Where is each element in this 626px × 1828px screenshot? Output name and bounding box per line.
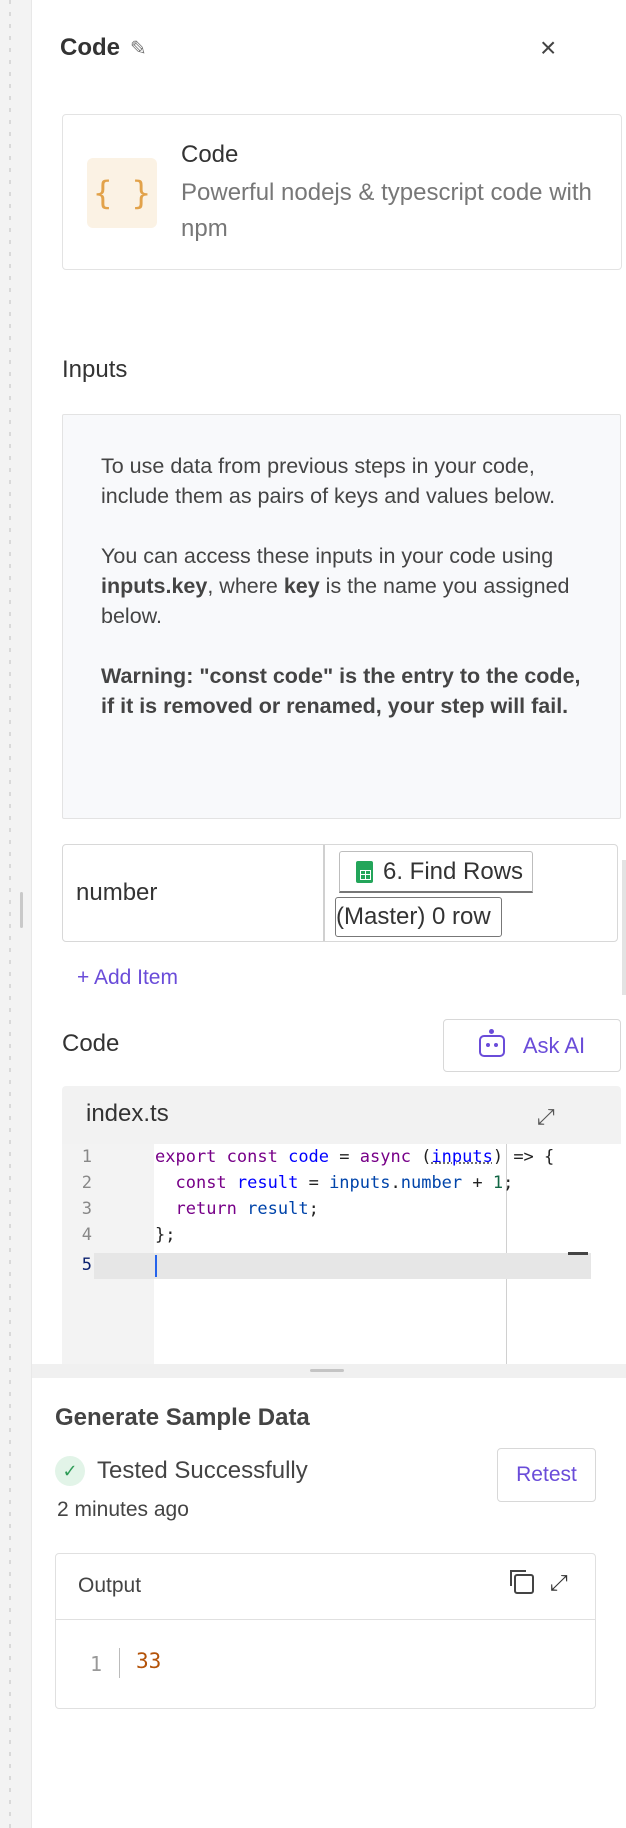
info-text-1: To use data from previous steps in your … <box>101 454 556 508</box>
test-status: ✓ Tested Successfully <box>55 1456 308 1486</box>
step-reference-label: 6. Find Rows <box>383 857 524 885</box>
line-number: 2 <box>81 1173 92 1193</box>
close-icon[interactable]: × <box>540 32 557 63</box>
code-braces-icon: { } <box>87 158 157 228</box>
code-label: Code <box>62 1030 120 1057</box>
piece-description: Powerful nodejs & typescript code with n… <box>181 179 592 242</box>
robot-icon <box>478 1028 505 1057</box>
expand-icon[interactable]: ⤢ <box>537 1104 555 1129</box>
info-warning: Warning: "const code" is the entry to th… <box>101 664 581 718</box>
code-editor[interactable]: index.ts ⤢ <box>62 1086 621 1364</box>
inputs-info-box: To use data from previous steps in your … <box>62 414 621 819</box>
pencil-icon[interactable]: ✎ <box>130 37 147 60</box>
retest-button[interactable]: Retest <box>497 1448 596 1502</box>
text-caret <box>155 1255 157 1277</box>
inputs-label: Inputs <box>62 356 128 383</box>
piece-name: Code <box>181 141 239 168</box>
input-value-field[interactable]: 6. Find Rows (Master) 0 row <box>325 845 617 941</box>
line-number: 1 <box>81 1147 92 1167</box>
overview-ruler-mark <box>568 1252 588 1255</box>
step-reference-chip[interactable]: 6. Find Rows <box>339 851 533 893</box>
line-number: 3 <box>81 1199 92 1219</box>
code-line-2[interactable]: const result = inputs.number + 1; <box>175 1173 514 1193</box>
ask-ai-label: Ask AI <box>522 1032 586 1058</box>
step-settings-panel: Code ✎ × { } Code Powerful nodejs & type… <box>32 0 626 1828</box>
piece-card: { } Code Powerful nodejs & typescript co… <box>62 114 622 270</box>
output-body: 1 33 <box>56 1620 595 1710</box>
step-title[interactable]: Code <box>60 34 120 61</box>
code-line-4[interactable]: }; <box>155 1225 176 1245</box>
output-header: Output ⤢ <box>56 1554 595 1620</box>
line-number: 4 <box>81 1225 92 1245</box>
file-name: index.ts <box>86 1100 169 1127</box>
flow-canvas-strip <box>0 0 32 1828</box>
code-line-3[interactable]: return result; <box>175 1199 319 1219</box>
info-text-2: You can access these inputs in your code… <box>101 544 570 628</box>
expand-output-icon[interactable]: ⤢ <box>550 1570 568 1595</box>
line-number-active: 5 <box>81 1255 92 1275</box>
field-reference-chip[interactable]: (Master) 0 row <box>335 897 502 937</box>
add-item-button[interactable]: + Add Item <box>77 966 178 989</box>
scrollbar[interactable] <box>622 860 626 995</box>
copy-icon[interactable] <box>510 1570 534 1594</box>
output-label: Output <box>78 1574 142 1597</box>
output-gutter-line <box>119 1648 120 1678</box>
output-value: 33 <box>136 1649 162 1673</box>
ask-ai-button[interactable]: Ask AI <box>443 1019 621 1072</box>
panel-divider[interactable] <box>32 1364 626 1378</box>
output-line-number: 1 <box>90 1652 103 1676</box>
output-card: Output ⤢ 1 33 <box>55 1553 596 1709</box>
google-sheets-icon <box>356 860 373 883</box>
check-icon: ✓ <box>55 1456 85 1486</box>
canvas-dots <box>9 0 11 1828</box>
editor-header: index.ts ⤢ <box>62 1086 621 1144</box>
input-row: number 6. Find Rows (Master) 0 row <box>62 844 618 942</box>
tested-time: 2 minutes ago <box>57 1498 189 1521</box>
divider-handle[interactable] <box>310 1369 344 1372</box>
test-status-label: Tested Successfully <box>97 1457 308 1484</box>
input-key-field[interactable]: number <box>63 845 325 941</box>
active-line-highlight <box>94 1253 591 1279</box>
panel-header: Code ✎ <box>60 30 147 66</box>
code-line-1[interactable]: export const code = async (inputs) => { <box>155 1147 555 1167</box>
sample-data-title: Generate Sample Data <box>55 1404 310 1431</box>
panel-resize-grip[interactable] <box>20 892 23 928</box>
